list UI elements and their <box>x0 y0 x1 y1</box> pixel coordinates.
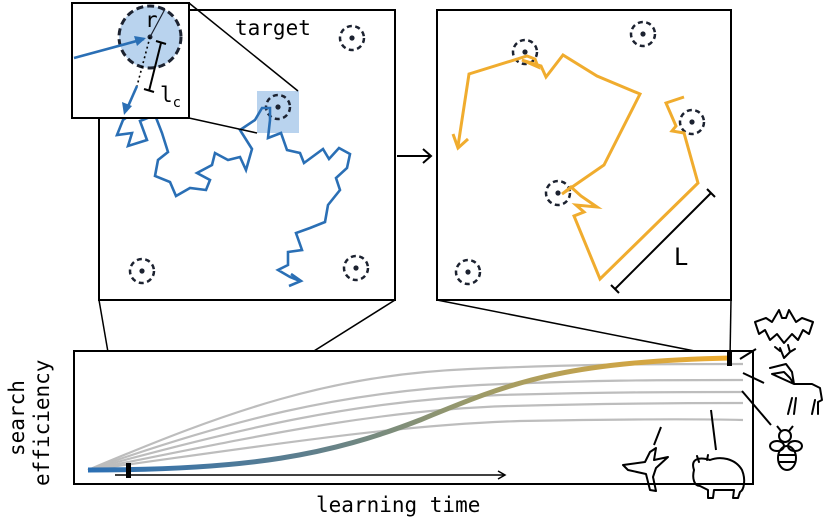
target-marker <box>629 20 657 48</box>
target-marker <box>678 108 706 136</box>
bee-icon <box>769 425 803 471</box>
x-axis-label: learning time <box>316 493 480 517</box>
bat-icon <box>754 309 814 344</box>
highlighted-target-area <box>257 91 299 133</box>
early-random-walk-path <box>114 106 352 283</box>
efficiency-plot: learning time search efficiency <box>5 350 754 517</box>
target-marker <box>338 24 366 52</box>
target-marker <box>544 179 572 207</box>
deer-icon <box>769 344 823 415</box>
target-marker <box>128 257 156 285</box>
target-marker <box>511 38 539 66</box>
early-marker <box>126 463 131 478</box>
y-axis-label-line2: efficiency <box>30 360 54 486</box>
step-length-label: lc <box>160 83 181 111</box>
zoom-inset: r lc <box>71 2 299 134</box>
late-marker <box>727 351 732 366</box>
target-marker <box>454 258 482 286</box>
learning-curve <box>87 355 731 473</box>
radius-label: r <box>145 8 158 32</box>
bison-icon <box>692 454 746 499</box>
albatross-icon <box>622 447 669 492</box>
flight-length-label: L <box>674 243 688 271</box>
learned-levy-walk-path <box>456 53 700 282</box>
target-marker <box>342 254 370 282</box>
target-label: target <box>235 16 311 40</box>
learned-search-panel: L <box>436 9 732 301</box>
transition-arrow <box>397 148 433 164</box>
y-axis-label-line1: search <box>5 380 29 456</box>
